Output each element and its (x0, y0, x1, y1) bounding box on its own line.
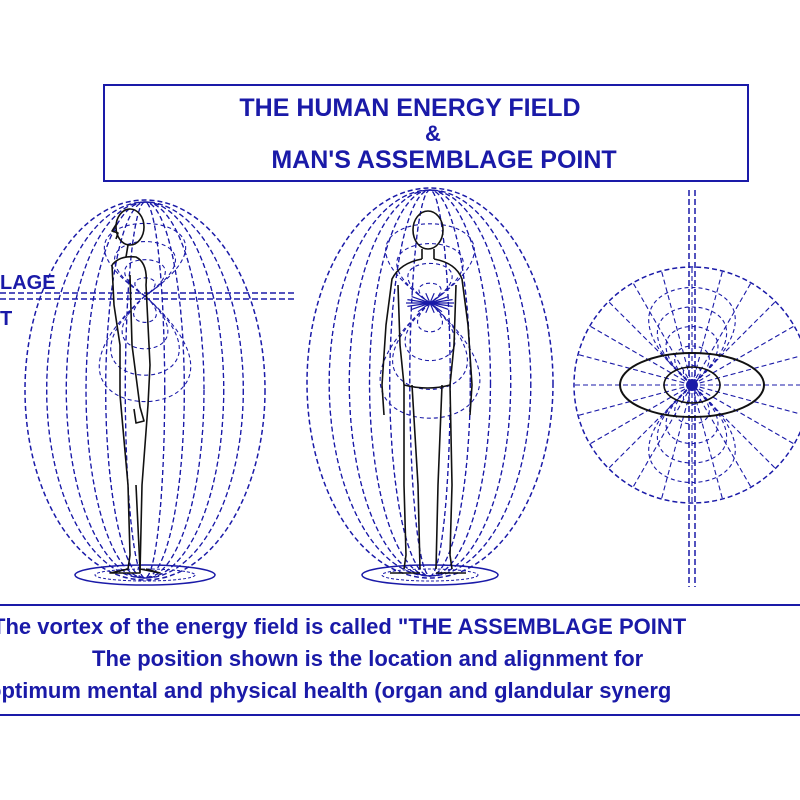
field-line (328, 189, 532, 577)
field-spoke (632, 282, 693, 386)
field-spoke (691, 282, 752, 386)
field-line (389, 189, 471, 577)
field-line (348, 189, 512, 577)
field-spoke (691, 384, 724, 500)
field-line (328, 189, 532, 577)
energy-field-diagram (0, 187, 800, 587)
field-line (65, 201, 225, 579)
field-line (46, 201, 244, 579)
field-loop (656, 306, 728, 386)
vortex-ray (411, 296, 431, 304)
caption-box: The vortex of the energy field is called… (0, 604, 800, 716)
field-loop (407, 262, 453, 304)
field-loop (114, 241, 176, 297)
vortex-ray (407, 299, 431, 304)
field-spoke (691, 384, 800, 415)
top-view-field-icon (573, 190, 800, 587)
field-loop (683, 364, 701, 386)
field-loop (417, 302, 443, 333)
field-spoke (608, 384, 693, 469)
field-loop (665, 326, 719, 386)
vortex-ray (425, 292, 431, 304)
field-spoke (691, 270, 724, 386)
field-loop (674, 384, 710, 425)
field-loop (656, 384, 728, 464)
assemblage-label-bottom: T (0, 308, 13, 330)
vortex-ray (429, 292, 435, 304)
field-loop (648, 384, 736, 483)
field-line (124, 201, 166, 579)
vortex-ray (429, 302, 453, 307)
field-spoke (691, 325, 795, 386)
title-line-3: MAN'S ASSEMBLAGE POINT (271, 146, 617, 174)
vortex-ray (417, 302, 431, 313)
field-loop (396, 243, 464, 304)
field-loop (103, 222, 187, 297)
vortex-ray (429, 299, 453, 304)
caption-line-2: The position shown is the location and a… (92, 646, 644, 671)
field-spoke (589, 325, 693, 386)
vortex-ray (425, 302, 431, 314)
field-spoke (577, 384, 693, 417)
vortex-ray (429, 302, 449, 310)
field-spoke (577, 353, 693, 386)
vortex-ray (429, 293, 443, 304)
field-spoke (691, 355, 800, 386)
field-loop (648, 287, 736, 386)
field-loop (98, 295, 192, 403)
field-line (65, 201, 225, 579)
field-spoke (691, 384, 795, 445)
vortex-ray (429, 302, 443, 313)
field-loop (121, 295, 169, 350)
field-line (348, 189, 512, 577)
field-line (409, 189, 451, 577)
field-spoke (660, 270, 693, 386)
field-spoke (691, 384, 752, 488)
vortex-ray (429, 302, 435, 314)
title-line-1: THE HUMAN ENERGY FIELD (239, 94, 581, 122)
field-loop (665, 384, 719, 444)
field-loop (385, 223, 475, 304)
field-loop (379, 302, 481, 419)
front-view-figure-icon (306, 187, 554, 586)
field-line (105, 201, 185, 579)
field-line (46, 201, 244, 579)
caption-line-1: The vortex of the energy field is called… (0, 614, 687, 639)
field-loop (683, 384, 701, 406)
field-loop (418, 282, 442, 304)
field-spoke (660, 384, 693, 500)
field-line (85, 201, 205, 579)
field-spoke (632, 384, 693, 488)
field-loop (110, 295, 180, 376)
side-view-figure-icon (0, 199, 295, 586)
field-spoke (589, 384, 693, 445)
field-line (389, 189, 471, 577)
field-line (85, 201, 205, 579)
field-loop (133, 295, 157, 323)
field-loop (392, 302, 468, 390)
field-spoke (608, 301, 693, 386)
field-loop (124, 259, 166, 297)
vortex-ray (417, 293, 431, 304)
field-loop (404, 302, 456, 362)
field-loop (134, 277, 156, 297)
field-loop (674, 345, 710, 386)
caption-line-3: optimum mental and physical health (orga… (0, 678, 672, 703)
assemblage-label-top: LAGE (0, 272, 56, 294)
title-line-2: & (425, 121, 441, 146)
title-box: THE HUMAN ENERGY FIELD & MAN'S ASSEMBLAG… (103, 84, 749, 182)
